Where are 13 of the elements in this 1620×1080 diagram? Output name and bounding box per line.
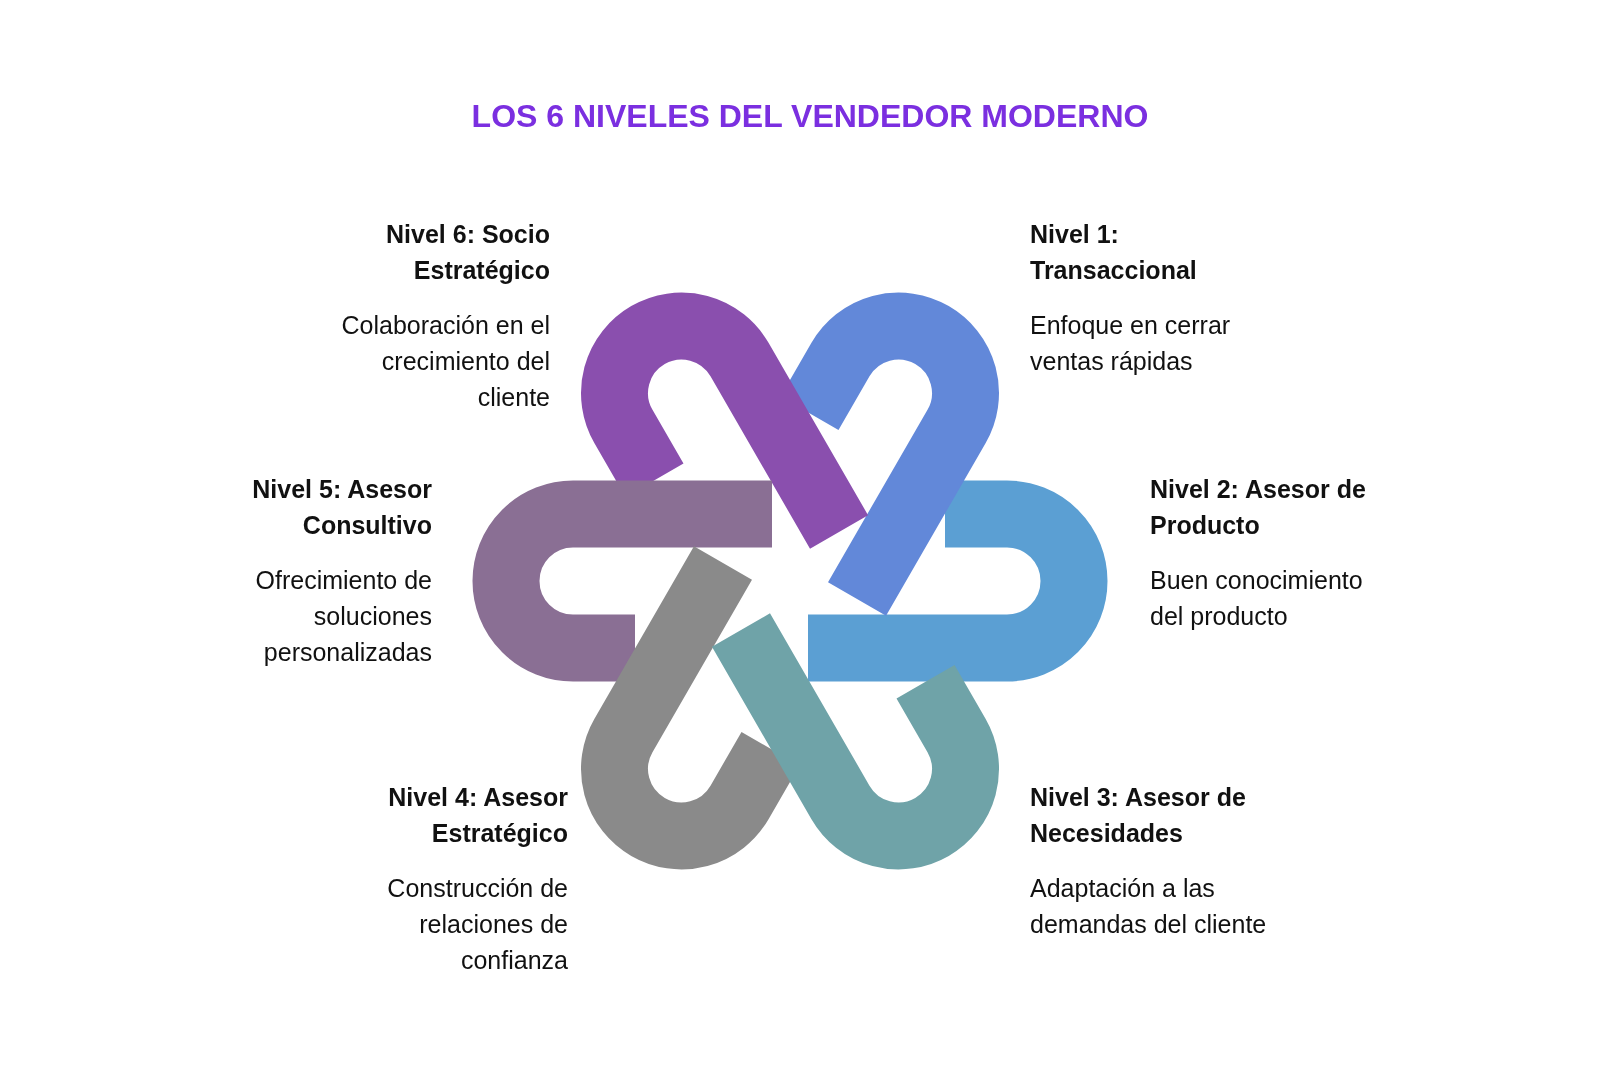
- title: LOS 6 NIVELES DEL VENDEDOR MODERNO: [470, 97, 1150, 136]
- level-description: Buen conocimiento del producto: [1150, 565, 1364, 632]
- level-description: Colaboración en el crecimiento del cliente: [340, 310, 550, 413]
- level-heading: Nivel 3: Asesor de Necesidades: [1030, 782, 1247, 849]
- level-description: Construcción de relaciones de confianza: [386, 873, 568, 976]
- level-heading: Nivel 5: Asesor Consultivo: [251, 474, 432, 541]
- level-heading: Nivel 1: Transaccional: [1030, 219, 1198, 286]
- level-heading: Nivel 4: Asesor Estratégico: [387, 782, 568, 849]
- level-heading: Nivel 2: Asesor de Producto: [1150, 474, 1367, 541]
- level-description: Adaptación a las demandas del cliente: [1030, 873, 1268, 940]
- level-description: Enfoque en cerrar ventas rápidas: [1030, 310, 1232, 377]
- level-heading: Nivel 6: Socio Estratégico: [385, 219, 550, 286]
- level-description: Ofrecimiento de soluciones personalizadas: [254, 565, 432, 668]
